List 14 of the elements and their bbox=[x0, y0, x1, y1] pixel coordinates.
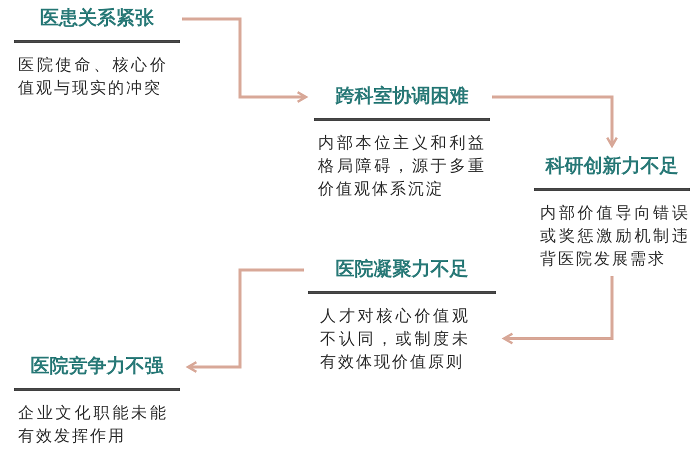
node-heading: 医患关系紧张 bbox=[14, 4, 180, 43]
node-heading: 医院凝聚力不足 bbox=[308, 255, 496, 294]
node-heading: 医院竞争力不强 bbox=[14, 352, 180, 391]
arrow bbox=[502, 276, 614, 344]
arrow bbox=[182, 18, 308, 103]
description-text: 内部价值导向错误或奖惩激励机制违背医院发展需求 bbox=[540, 202, 690, 270]
description-text: 内部本位主义和利益格局障碍，源于多重价值观体系沉淀 bbox=[318, 132, 486, 200]
node-heading: 跨科室协调困难 bbox=[314, 82, 490, 121]
description-text: 人才对核心价值观不认同，或制度未有效体现价值原则 bbox=[320, 305, 470, 373]
arrow bbox=[186, 268, 304, 373]
description-text: 企业文化职能未能有效发挥作用 bbox=[18, 402, 168, 447]
node-heading: 科研创新力不足 bbox=[534, 152, 690, 191]
arrow bbox=[492, 96, 618, 148]
description-text: 医院使命、核心价值观与现实的冲突 bbox=[18, 54, 168, 99]
